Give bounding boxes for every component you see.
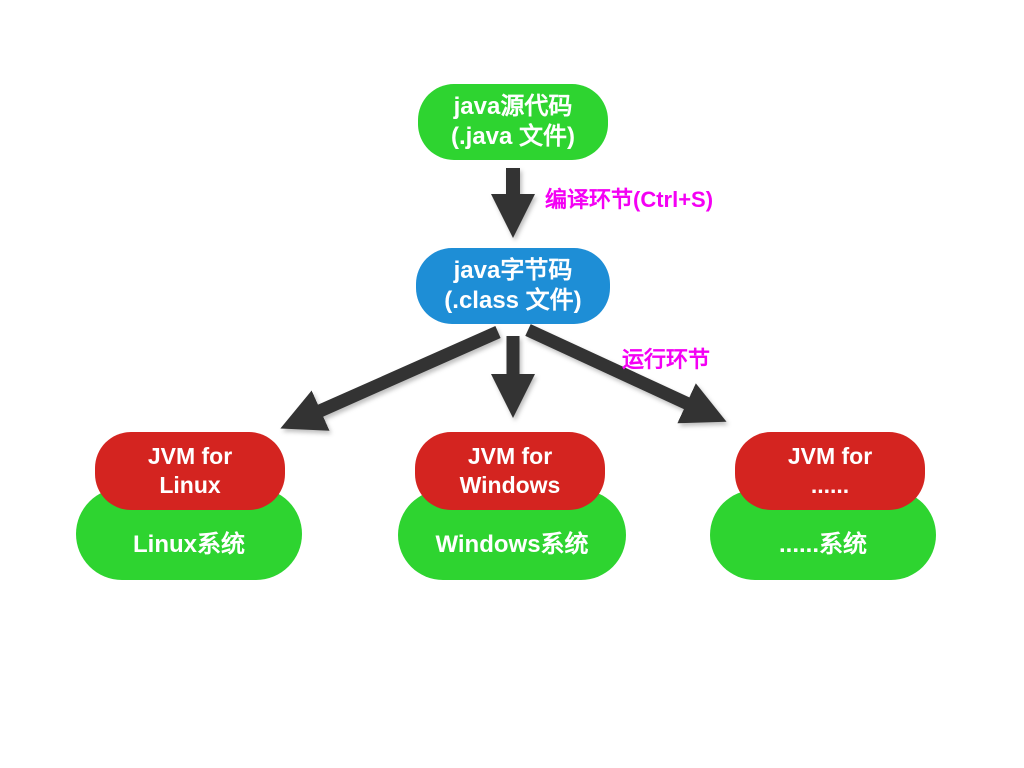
jvm-node-linux: JVM for Linux xyxy=(95,432,285,510)
java-bytecode-line2: (.class 文件) xyxy=(444,287,582,314)
jvm-other-line2: ...... xyxy=(810,472,850,498)
jvm-node-other: JVM for ...... xyxy=(735,432,925,510)
jvm-linux-line1: JVM for xyxy=(147,443,233,470)
run-arrow-left xyxy=(280,326,501,431)
os-label-other: ......系统 xyxy=(778,531,867,558)
jvm-other-line1: JVM for xyxy=(787,443,873,470)
compile-step-label: 编译环节(Ctrl+S) xyxy=(545,187,714,212)
jvm-windows-line2: Windows xyxy=(459,472,561,498)
java-bytecode-node: java字节码 (.class 文件) xyxy=(416,248,610,324)
run-arrow-right xyxy=(525,324,727,424)
java-source-line2: (.java 文件) xyxy=(450,123,576,150)
java-source-node: java源代码 (.java 文件) xyxy=(418,84,608,160)
jvm-node-windows: JVM for Windows xyxy=(415,432,605,510)
java-source-line1: java源代码 xyxy=(453,93,573,120)
jvm-linux-line2: Linux xyxy=(159,472,221,498)
os-label-windows: Windows系统 xyxy=(435,531,589,558)
run-step-label: 运行环节 xyxy=(622,347,711,372)
java-bytecode-line1: java字节码 xyxy=(453,257,573,284)
jvm-windows-line1: JVM for xyxy=(467,443,553,470)
os-label-linux: Linux系统 xyxy=(133,531,245,558)
